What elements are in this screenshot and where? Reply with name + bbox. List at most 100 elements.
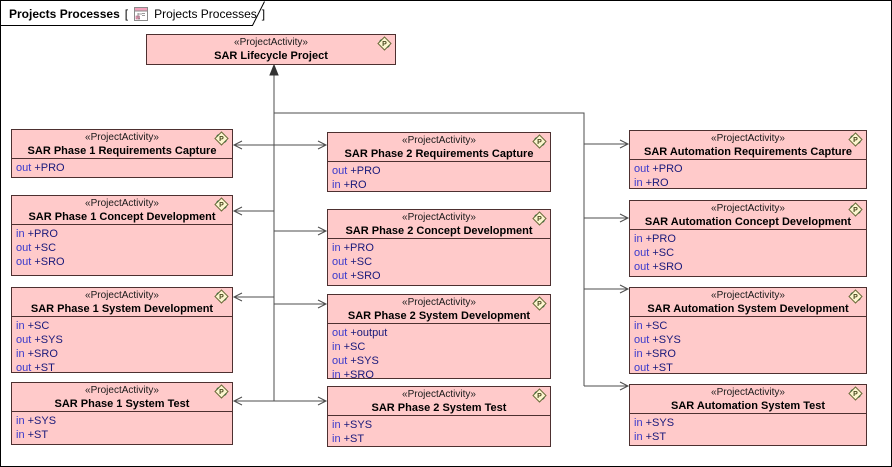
property-name: +SC — [340, 341, 366, 353]
project-activity-icon: P — [848, 202, 863, 217]
property-name: +SYS — [347, 355, 379, 367]
property-name: +output — [347, 327, 388, 339]
node-header: «ProjectActivity» SAR Automation Require… — [630, 131, 866, 159]
property-name: +ST — [24, 429, 49, 441]
project-activity-node[interactable]: «ProjectActivity» SAR Phase 1 System Tes… — [11, 382, 233, 445]
stereotype-label: «ProjectActivity» — [711, 133, 785, 144]
node-header: «ProjectActivity» SAR Automation System … — [630, 385, 866, 413]
open-arrowhead — [317, 226, 328, 236]
flow-property: out +SRO — [332, 269, 548, 283]
property-name: +SRO — [340, 369, 374, 379]
project-activity-icon: P — [214, 131, 229, 146]
project-activity-node[interactable]: «ProjectActivity» SAR Phase 1 Requiremen… — [11, 129, 233, 178]
flow-property: out +SYS — [16, 333, 230, 347]
direction-keyword: in — [332, 242, 341, 254]
node-header: «ProjectActivity» SAR Automation System … — [630, 288, 866, 316]
activity-name: SAR Lifecycle Project — [214, 50, 328, 62]
node-header: «ProjectActivity» SAR Phase 2 Concept De… — [328, 210, 550, 238]
project-activity-icon: P — [848, 386, 863, 401]
flow-property: in +ST — [634, 430, 864, 444]
project-activity-node[interactable]: «ProjectActivity» SAR Phase 2 Requiremen… — [327, 132, 551, 192]
direction-keyword: in — [332, 433, 341, 445]
project-activity-node[interactable]: «ProjectActivity» SAR Phase 2 Concept De… — [327, 209, 551, 286]
activity-name: SAR Phase 1 System Test — [54, 398, 190, 410]
dependency-connector[interactable] — [274, 112, 585, 386]
activity-name: SAR Automation System Development — [647, 303, 849, 315]
flow-property: out +SYS — [332, 354, 548, 368]
bracket-close: ] — [261, 6, 266, 21]
property-name: +SYS — [642, 417, 675, 429]
stereotype-label: «ProjectActivity» — [402, 135, 476, 146]
svg-text:P: P — [219, 294, 224, 301]
stereotype-label: «ProjectActivity» — [711, 290, 785, 301]
open-arrowhead — [619, 381, 630, 391]
stereotype-label: «ProjectActivity» — [234, 37, 308, 48]
open-arrowhead — [232, 292, 243, 302]
svg-text:P: P — [219, 389, 224, 396]
open-arrowhead — [317, 299, 328, 309]
property-name: +SYS — [24, 415, 57, 427]
project-activity-icon: P — [848, 132, 863, 147]
property-name: +SC — [31, 242, 57, 254]
property-name: +SYS — [649, 334, 681, 346]
open-arrowhead — [619, 139, 630, 149]
activity-name: SAR Phase 2 System Test — [371, 402, 507, 414]
project-activity-node[interactable]: «ProjectActivity» SAR Lifecycle Project … — [146, 34, 396, 65]
solid-arrowhead — [269, 63, 279, 76]
diagram-icon — [133, 6, 149, 22]
activity-name: SAR Automation Requirements Capture — [643, 146, 852, 158]
flow-property: out +SC — [332, 255, 548, 269]
stereotype-label: «ProjectActivity» — [711, 387, 785, 398]
direction-keyword: in — [16, 228, 25, 240]
property-name: +SRO — [642, 348, 676, 360]
property-name: +SC — [24, 320, 50, 332]
project-activity-node[interactable]: «ProjectActivity» SAR Automation System … — [629, 287, 867, 374]
property-name: +SRO — [347, 270, 381, 282]
open-arrowhead — [232, 396, 243, 406]
property-name: +SRO — [24, 348, 58, 360]
flow-property: out +SRO — [634, 260, 864, 274]
property-name: +SC — [649, 247, 675, 259]
flow-property: in +SC — [634, 319, 864, 333]
direction-keyword: in — [16, 320, 25, 332]
stereotype-label: «ProjectActivity» — [711, 203, 785, 214]
flow-property: in +SC — [16, 319, 230, 333]
project-activity-node[interactable]: «ProjectActivity» SAR Phase 2 System Tes… — [327, 386, 551, 447]
open-arrowhead — [232, 140, 243, 150]
svg-text:P: P — [537, 301, 542, 308]
direction-keyword: out — [634, 163, 650, 175]
direction-keyword: in — [634, 320, 643, 332]
svg-text:P: P — [853, 137, 858, 144]
stereotype-label: «ProjectActivity» — [85, 290, 159, 301]
direction-keyword: out — [634, 362, 650, 374]
flow-property: in +SYS — [332, 418, 548, 432]
direction-keyword: out — [16, 334, 32, 346]
direction-keyword: in — [634, 233, 643, 245]
flow-property: out +PRO — [332, 164, 548, 178]
flow-property: in +PRO — [634, 232, 864, 246]
property-name: +PRO — [649, 163, 683, 175]
node-header: «ProjectActivity» SAR Phase 1 System Tes… — [12, 383, 232, 411]
project-activity-node[interactable]: «ProjectActivity» SAR Phase 1 System Dev… — [11, 287, 233, 373]
flow-property: out +SYS — [634, 333, 864, 347]
project-activity-node[interactable]: «ProjectActivity» SAR Automation Require… — [629, 130, 867, 189]
flow-property: out +PRO — [634, 162, 864, 176]
project-activity-node[interactable]: «ProjectActivity» SAR Automation Concept… — [629, 200, 867, 277]
flow-property: out +SRO — [16, 255, 230, 269]
project-activity-node[interactable]: «ProjectActivity» SAR Phase 2 System Dev… — [327, 294, 551, 379]
direction-keyword: out — [634, 247, 650, 259]
flow-property: in +RO — [332, 178, 548, 191]
node-header: «ProjectActivity» SAR Lifecycle Project … — [147, 35, 395, 63]
activity-name: SAR Phase 1 System Development — [30, 303, 214, 315]
node-header: «ProjectActivity» SAR Phase 2 System Dev… — [328, 295, 550, 323]
project-activity-node[interactable]: «ProjectActivity» SAR Automation System … — [629, 384, 867, 446]
project-activity-icon: P — [214, 197, 229, 212]
project-activity-node[interactable]: «ProjectActivity» SAR Phase 1 Concept De… — [11, 195, 233, 276]
property-name: +PRO — [347, 165, 381, 177]
flow-property: out +ST — [634, 361, 864, 374]
svg-text:P: P — [853, 207, 858, 214]
